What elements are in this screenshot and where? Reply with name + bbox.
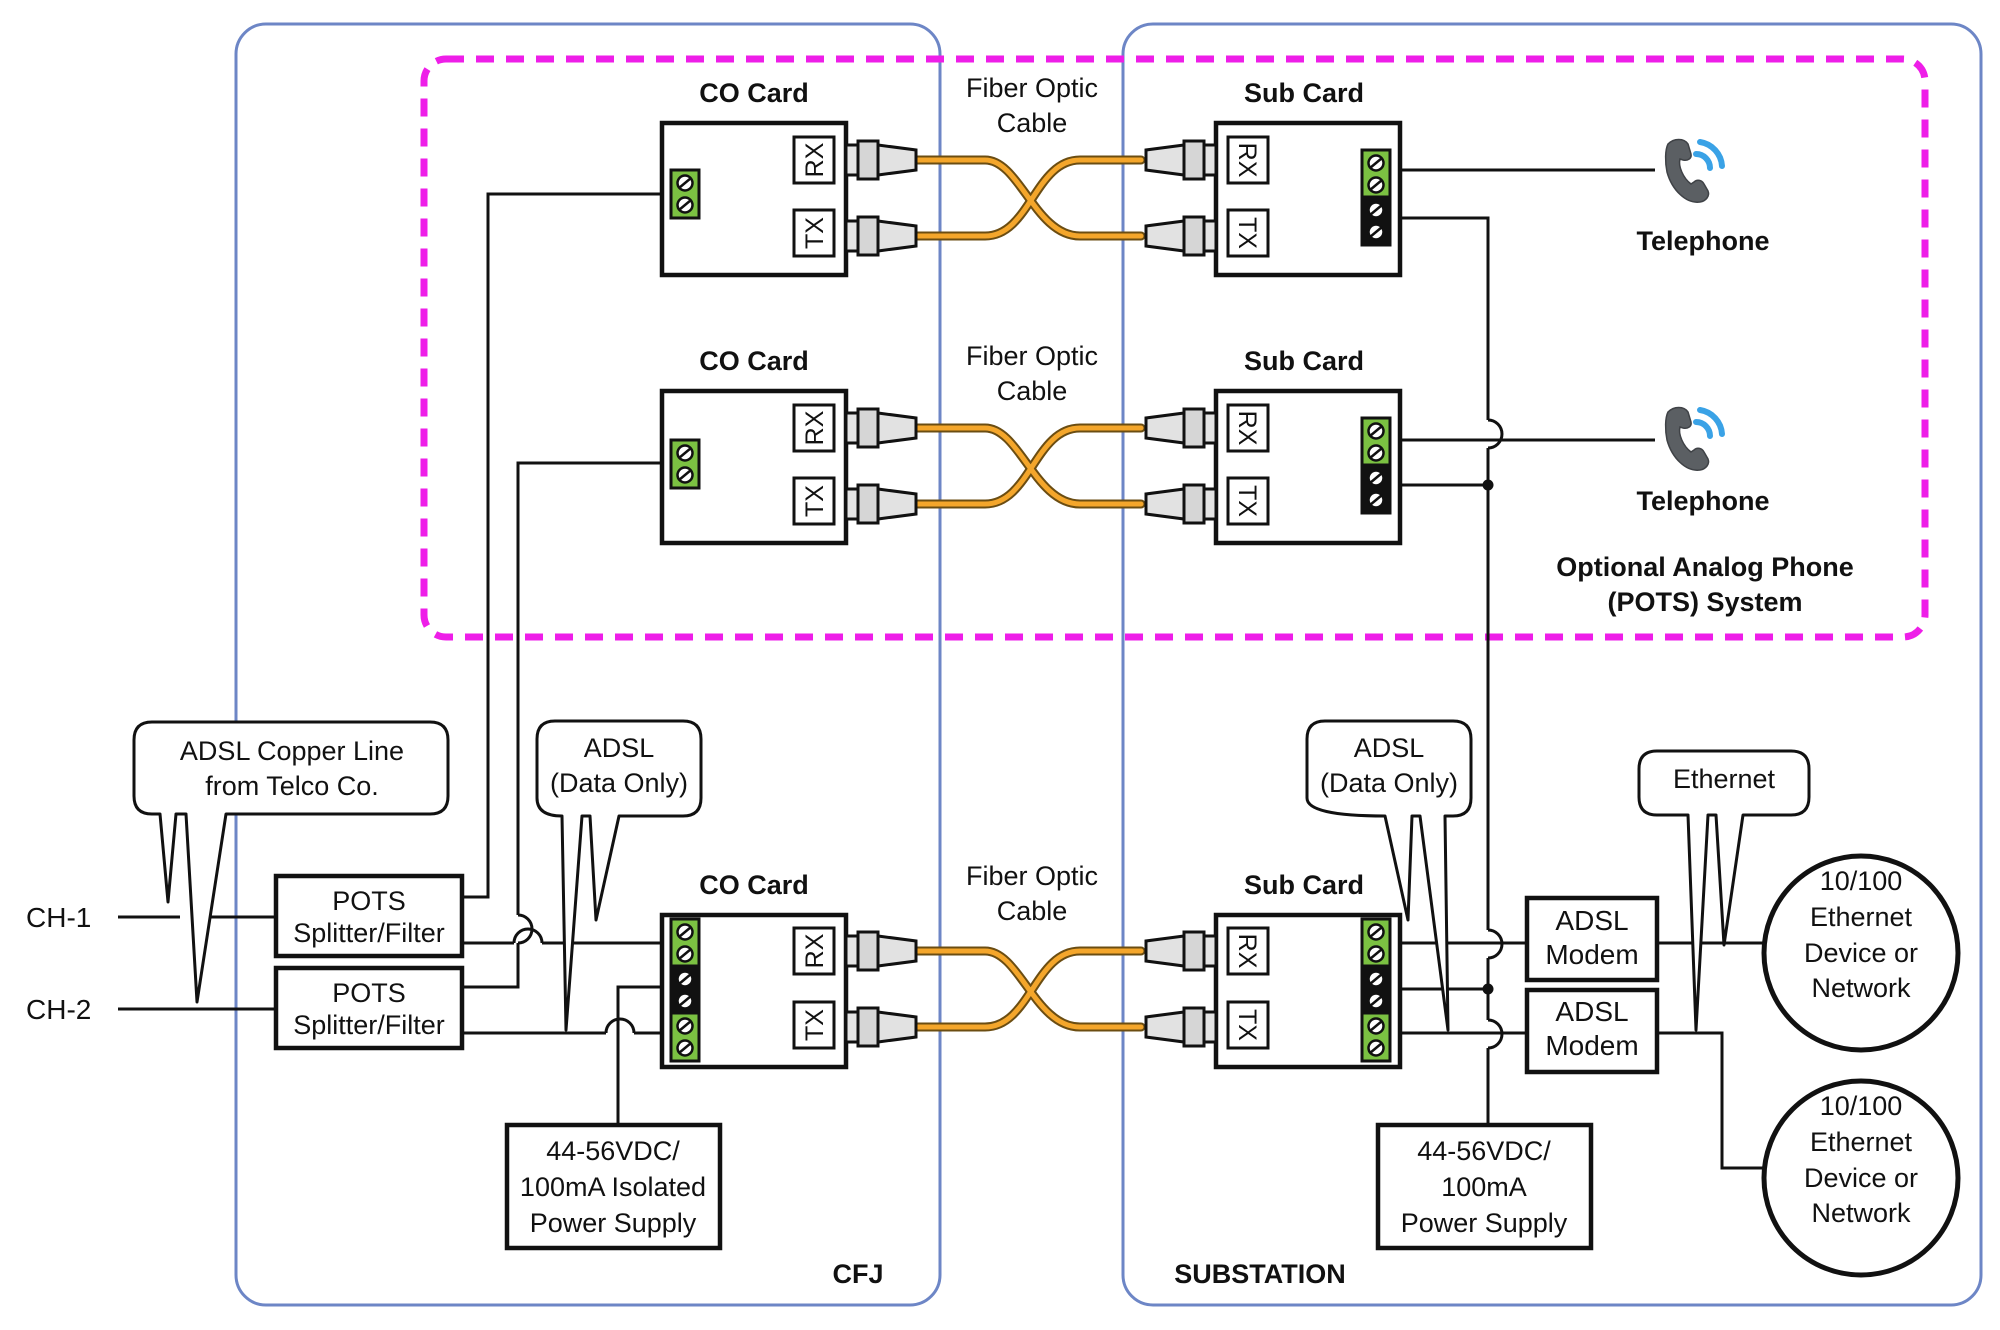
svg-text:POTS: POTS [332,886,406,916]
pots-splitter-1: POTS Splitter/Filter [273,873,465,959]
svg-text:ADSL Copper Line: ADSL Copper Line [180,736,404,766]
svg-text:Ethernet: Ethernet [1673,764,1776,794]
svg-text:Fiber Optic: Fiber Optic [966,73,1098,103]
ethernet-callout: Ethernet [1637,749,1811,1032]
svg-text:Power Supply: Power Supply [530,1208,697,1238]
svg-text:POTS: POTS [332,978,406,1008]
svg-text:Fiber Optic: Fiber Optic [966,861,1098,891]
sub-card-3 [1144,912,1403,1070]
svg-text:Modem: Modem [1545,939,1638,970]
co2-rx-label: RX [801,410,829,445]
ch1-label: CH-1 [26,902,91,933]
cfj-panel [234,22,942,1307]
svg-text:Splitter/Filter: Splitter/Filter [293,1010,445,1040]
sub1-rx-label: RX [1233,143,1261,178]
telephone-icon [1666,140,1722,203]
co3-tx-label: TX [801,1009,829,1041]
svg-text:ADSL: ADSL [584,733,655,763]
co-card-3 [659,912,918,1070]
svg-text:Splitter/Filter: Splitter/Filter [293,918,445,948]
svg-text:Network: Network [1811,1198,1911,1228]
substation-panel-label: SUBSTATION [1174,1259,1346,1289]
co3-rx-label: RX [801,933,829,968]
sub1-tx-label: TX [1233,217,1261,249]
svg-text:100mA Isolated: 100mA Isolated [520,1172,706,1202]
svg-text:Power Supply: Power Supply [1401,1208,1568,1238]
copper-line-callout: ADSL Copper Line from Telco Co. [132,720,450,1004]
svg-text:Cable: Cable [997,896,1068,926]
adsl-callout-left: ADSL (Data Only) [535,719,703,1032]
svg-text:ADSL: ADSL [1555,905,1628,936]
fiber-cables [912,155,1146,1032]
pots-splitter-2: POTS Splitter/Filter [273,965,465,1051]
svg-text:Ethernet: Ethernet [1810,902,1913,932]
co2-tx-label: TX [801,485,829,517]
sub-card-1 [1144,120,1403,278]
sub-card-2-title: Sub Card [1244,346,1364,376]
svg-text:Ethernet: Ethernet [1810,1127,1913,1157]
svg-text:Device or: Device or [1804,1163,1918,1193]
fiber-label-1: Fiber Optic Cable [966,73,1098,138]
svg-text:44-56VDC/: 44-56VDC/ [546,1136,680,1166]
adsl-modem-1: ADSL Modem [1524,895,1660,983]
pots-system-title: Optional Analog Phone [1556,552,1854,582]
power-supply-left: 44-56VDC/ 100mA Isolated Power Supply [504,1122,723,1251]
sub-card-1-title: Sub Card [1244,78,1364,108]
svg-text:Cable: Cable [997,376,1068,406]
co-card-3-title: CO Card [699,870,809,900]
svg-text:10/100: 10/100 [1820,866,1903,896]
svg-text:Device or: Device or [1804,938,1918,968]
cfj-panel-label: CFJ [832,1259,883,1289]
fiber-label-2: Fiber Optic Cable [966,341,1098,406]
sub2-tx-label: TX [1233,485,1261,517]
svg-text:ADSL: ADSL [1555,996,1628,1027]
svg-text:(Data Only): (Data Only) [1320,768,1458,798]
co1-rx-label: RX [801,142,829,177]
adsl-callout-right: ADSL (Data Only) [1305,719,1473,1032]
ethernet-device-2: 10/100 Ethernet Device or Network [1761,1078,1961,1278]
power-supply-right: 44-56VDC/ 100mA Power Supply [1375,1122,1594,1251]
svg-text:Fiber Optic: Fiber Optic [966,341,1098,371]
ch2-label: CH-2 [26,994,91,1025]
co-card-2 [659,388,918,546]
fiber-label-3: Fiber Optic Cable [966,861,1098,926]
svg-text:Cable: Cable [997,108,1068,138]
svg-text:100mA: 100mA [1441,1172,1527,1202]
pots-system-subtitle: (POTS) System [1607,587,1802,617]
svg-text:(Data Only): (Data Only) [550,768,688,798]
co1-tx-label: TX [801,217,829,249]
svg-text:ADSL: ADSL [1354,733,1425,763]
sub-card-3-title: Sub Card [1244,870,1364,900]
svg-text:Network: Network [1811,973,1911,1003]
ethernet-device-1: 10/100 Ethernet Device or Network [1761,853,1961,1053]
co-card-1 [659,120,918,278]
sub3-tx-label: TX [1233,1009,1261,1041]
substation-panel [1121,22,1983,1307]
telephone-icon [1666,408,1722,471]
wiring [118,168,1765,1170]
co-card-2-title: CO Card [699,346,809,376]
sub3-rx-label: RX [1233,934,1261,969]
sub-card-2 [1144,388,1403,546]
sub2-rx-label: RX [1233,411,1261,446]
telephone-label-1: Telephone [1636,226,1769,256]
adsl-modem-2: ADSL Modem [1524,987,1660,1075]
telephone-label-2: Telephone [1636,486,1769,516]
svg-text:10/100: 10/100 [1820,1091,1903,1121]
svg-text:from Telco Co.: from Telco Co. [205,771,379,801]
svg-text:Modem: Modem [1545,1030,1638,1061]
optional-pots-region [420,55,1929,641]
co-card-1-title: CO Card [699,78,809,108]
port-labels: RX TX RX TX RX TX RX TX RX TX RX TX [801,142,1261,1041]
svg-text:44-56VDC/: 44-56VDC/ [1417,1136,1551,1166]
